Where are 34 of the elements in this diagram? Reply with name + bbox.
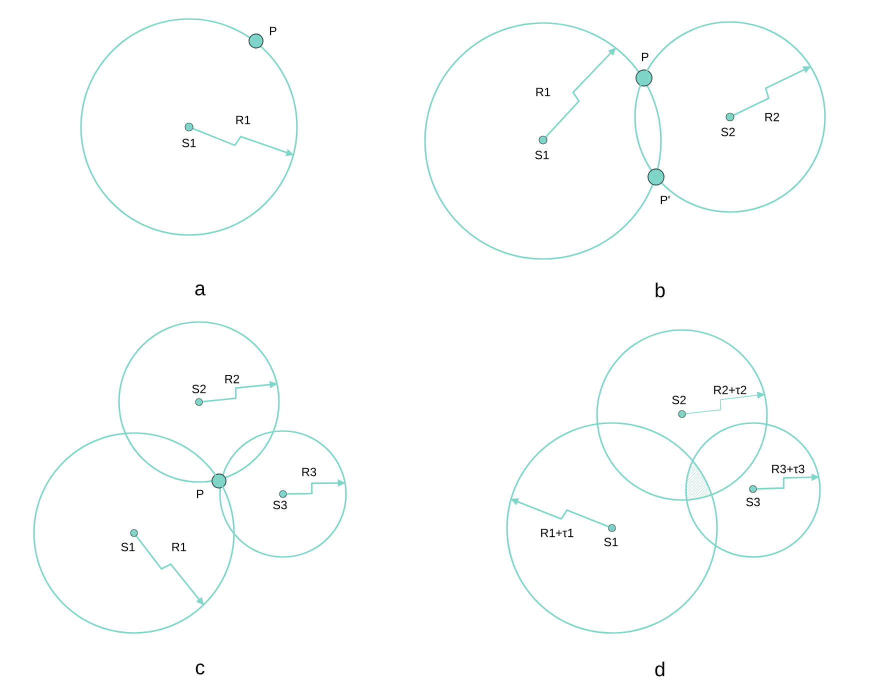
range-circle xyxy=(80,18,298,236)
range-circle xyxy=(506,422,718,634)
edge-label: R2 xyxy=(225,374,240,384)
edge-label: R1 xyxy=(536,88,550,96)
panel-letter: b xyxy=(656,282,665,298)
edge-label: R3+τ3 xyxy=(772,464,804,474)
edge-label: R1 xyxy=(172,542,186,552)
point-label: P xyxy=(270,26,276,36)
point-label: S1 xyxy=(121,542,135,552)
range-circle xyxy=(424,22,662,260)
edge-label: R2 xyxy=(765,112,780,122)
range-circle xyxy=(685,422,821,558)
point-label: P' xyxy=(660,196,670,204)
point-label: S2 xyxy=(721,128,735,136)
range-circle xyxy=(33,432,235,634)
range-circle xyxy=(634,21,826,213)
point-label: P xyxy=(642,52,648,62)
panel-letter: c xyxy=(196,664,204,674)
point-label: S2 xyxy=(192,384,206,394)
point-label: S2 xyxy=(672,396,686,404)
range-circle xyxy=(118,321,280,483)
point-label: S1 xyxy=(604,538,618,546)
point-label: P xyxy=(197,490,204,498)
point-label: S3 xyxy=(746,498,760,506)
point-label: S1 xyxy=(535,150,549,160)
point-label: S3 xyxy=(273,500,287,510)
edge-label: R1 xyxy=(236,116,250,124)
panel-letter: a xyxy=(195,284,206,296)
edge-label: R2+τ2 xyxy=(714,386,746,394)
edge-label: R1+τ1 xyxy=(541,528,574,538)
point-label: S1 xyxy=(182,138,196,148)
edge-label: R3 xyxy=(302,468,316,476)
range-circle xyxy=(219,430,347,558)
panel-letter: d xyxy=(655,662,664,676)
